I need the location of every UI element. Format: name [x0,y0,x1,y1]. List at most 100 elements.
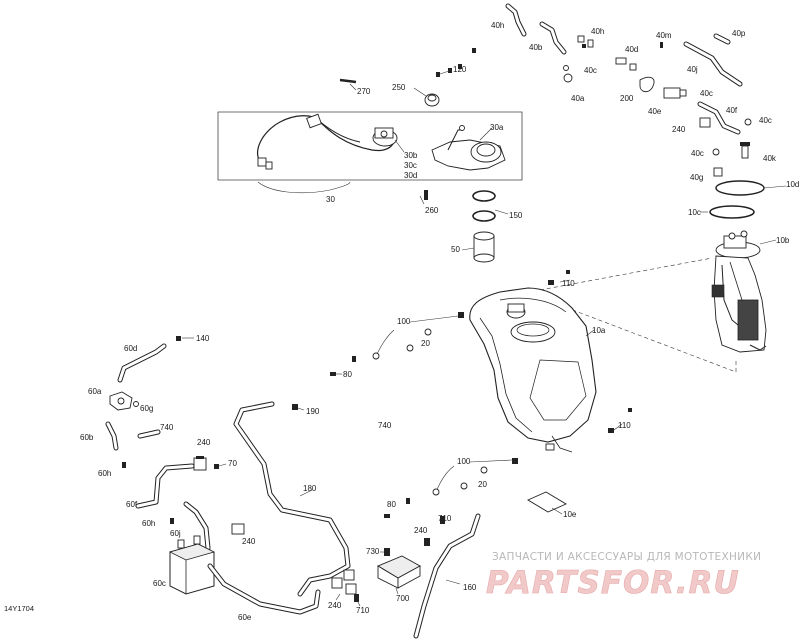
label-700: 700 [396,594,410,603]
hose-160 [413,513,481,639]
valve-40k [740,142,750,159]
fitting-60h-2 [170,518,174,524]
gasket-10d [715,180,787,196]
fastener-240-right [424,538,430,546]
nut-part-250 [413,87,440,107]
label-30b: 30b [404,151,418,160]
label-60b: 60b [80,433,94,442]
tank-fasteners [330,270,632,518]
label-160: 160 [463,583,477,592]
watermark: ЗАПЧАСТИ И АКСЕССУАРЫ ДЛЯ МОТОТЕХНИКИ PA… [486,551,761,601]
pad-10e [527,491,567,515]
valve-40g [713,167,723,177]
fuel-pump-module-10b [711,230,777,353]
vent-hose-180 [233,401,351,597]
label-40b: 40b [529,43,543,52]
label-110-lower: 110 [618,421,631,430]
label-260: 260 [425,206,439,215]
label-40d: 40d [625,45,638,54]
hose-40b [539,21,567,55]
charcoal-canister-60c [168,535,216,595]
label-730: 730 [366,547,380,556]
label-10a: 10a [592,326,606,335]
clamps-150 [472,190,509,222]
label-30d: 30d [404,171,417,180]
fuel-tank-10a [469,287,597,453]
connector-240-top [699,117,711,128]
connectors-240-cluster [331,569,357,601]
fuel-pump-bracket [431,125,506,171]
clamp-40a [563,65,573,83]
label-60f: 60f [126,500,138,509]
label-60h-lower: 60h [142,519,155,528]
label-240-cluster: 240 [328,601,342,610]
fuel-pump-assembly-group [217,111,523,181]
label-240-lower: 240 [242,537,256,546]
label-20-top: 20 [421,339,430,348]
label-190: 190 [306,407,320,416]
label-20-lower: 20 [478,480,487,489]
label-240-right: 240 [414,526,428,535]
label-60h: 60h [98,469,111,478]
fastener-710-lower [354,594,361,607]
diagram-reference-code: 14Y1704 [4,604,34,613]
hose-60f [135,463,195,509]
label-10d: 10d [786,180,799,189]
label-180: 180 [303,484,317,493]
clip-140 [176,336,194,341]
hose-40j [683,41,743,87]
module-700 [377,555,421,595]
label-30: 30 [326,195,335,204]
label-60j: 60j [170,529,181,538]
assembly-leaders [257,127,493,194]
label-250: 250 [392,83,406,92]
hose-40h-top [505,3,527,37]
hose-60e [207,563,321,615]
label-40g: 40g [690,173,703,182]
label-70: 70 [228,459,237,468]
clip-190 [292,404,305,411]
clip-730 [380,548,390,556]
fitting-60g [133,401,139,407]
label-50: 50 [451,245,460,254]
label-40h: 40h [491,21,504,30]
label-60g: 60g [140,404,153,413]
label-100-top: 100 [397,317,411,326]
label-40e: 40e [648,107,662,116]
part-labels: 270 250 120 40h 40b 40h 40d 40m 40p 40j … [80,21,799,622]
screw-260 [419,190,428,205]
connector-plug-small-2 [265,161,273,170]
fitting-60h [122,462,126,468]
label-60c: 60c [153,579,166,588]
label-710-top: 710 [438,514,452,523]
hose-40p [713,33,731,45]
label-100-lower: 100 [457,457,471,466]
screws-part-120 [436,48,476,77]
pump-wiring-harness-2 [317,119,361,143]
label-10c: 10c [688,208,701,217]
label-740-left: 740 [160,423,174,432]
watermark-tagline: ЗАПЧАСТИ И АКСЕССУАРЫ ДЛЯ МОТОТЕХНИКИ [492,551,761,563]
label-120: 120 [453,65,467,74]
assembly-outline-box [217,111,523,181]
fitting-40d [615,57,637,71]
label-240-top: 240 [672,125,686,134]
label-40c-a: 40c [584,66,597,75]
label-40h-fittings: 40h [591,27,604,36]
clamp-40c [712,118,752,156]
connector-plug-small [257,157,267,167]
label-40c-c: 40c [759,116,772,125]
quick-connector-200 [639,76,655,93]
label-200: 200 [620,94,634,103]
fittings-40h [577,35,594,48]
hose-60b [105,421,119,451]
clip-part-270 [339,78,357,91]
sleeve-50 [461,231,495,263]
label-10e: 10e [563,510,577,519]
label-150: 150 [509,211,523,220]
label-40a: 40a [571,94,585,103]
connector-240-lower [231,523,245,535]
connector-240-mid [193,456,207,471]
label-10b: 10b [776,236,790,245]
